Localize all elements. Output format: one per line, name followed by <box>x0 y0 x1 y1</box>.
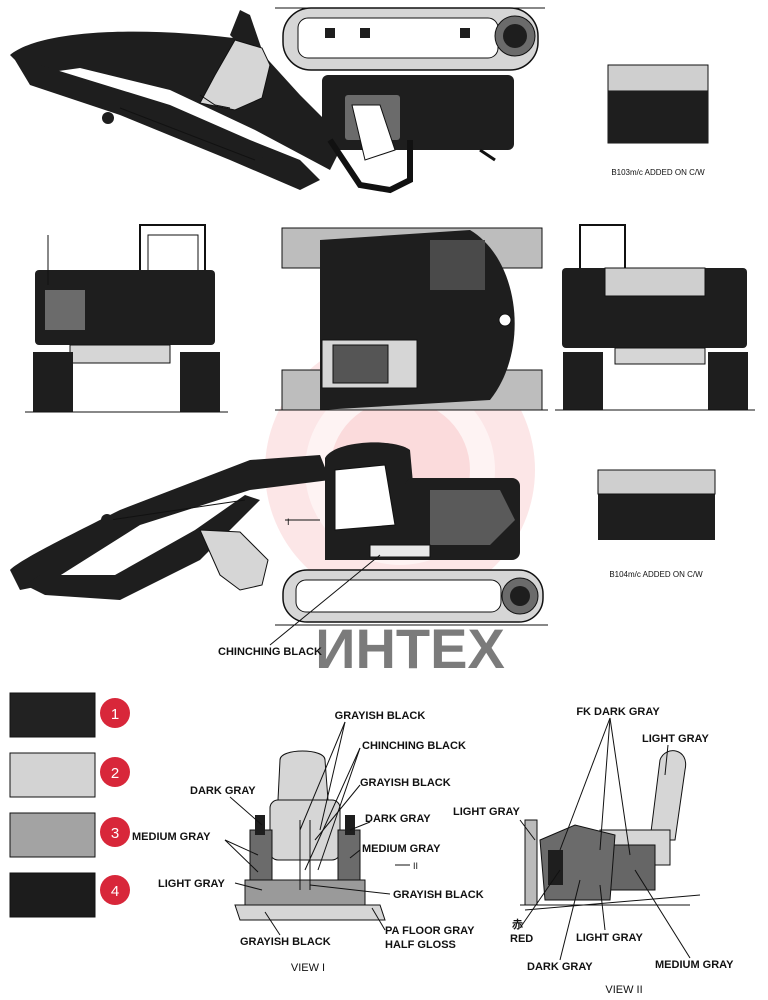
view-i-title: VIEW I <box>291 962 325 974</box>
label-v1-grayish-black-bottom: GRAYISH BLACK <box>240 936 331 948</box>
label-v1-grayish-black-right: GRAYISH BLACK <box>393 889 484 901</box>
badge-4-number: 4 <box>111 883 119 900</box>
label-v1-dark-gray-left: DARK GRAY <box>190 785 256 797</box>
label-v2-light-gray-top: LIGHT GRAY <box>642 733 709 745</box>
legend-swatch-4 <box>9 872 96 918</box>
badge-3-number: 3 <box>111 825 119 842</box>
badge-2 <box>100 757 130 787</box>
view-ii-title: VIEW II <box>605 984 642 996</box>
label-v2-fk-dark-gray: FK DARK GRAY <box>576 706 660 718</box>
label-v2-red-kanji: 赤 <box>512 917 523 931</box>
excavator-top-view <box>275 227 548 411</box>
view-i-arrow: I <box>287 517 290 527</box>
label-v1-medium-gray-left: MEDIUM GRAY <box>132 831 211 843</box>
seat-view-ii: FK DARK GRAY LIGHT GRAY LIGHT GRAY 赤 RED… <box>453 706 734 996</box>
watermark-text: ИНТЕХ <box>315 617 505 680</box>
legend-item-3: 3 <box>9 812 130 858</box>
legend-item-1: 1 <box>9 692 130 738</box>
label-v1-grayish-black-top: GRAYISH BLACK <box>335 710 426 722</box>
legend-item-2: 2 <box>9 752 130 798</box>
legend-swatch-2 <box>9 752 96 798</box>
label-v1-light-gray: LIGHT GRAY <box>158 878 225 890</box>
color-legend: 1 2 3 4 <box>9 692 130 918</box>
caption-b104: B104m/c ADDED ON C/W <box>609 570 703 579</box>
legend-swatch-1 <box>9 692 96 738</box>
view-ii-arrow-label: II <box>413 861 418 871</box>
excavator-front-view <box>555 224 755 411</box>
label-v1-dark-gray-right: DARK GRAY <box>365 813 431 825</box>
excavator-side-view-top <box>10 7 545 194</box>
badge-4 <box>100 875 130 905</box>
label-chinching-black: CHINCHING BLACK <box>218 646 322 658</box>
badge-3 <box>100 817 130 847</box>
label-v2-light-gray-bottom: LIGHT GRAY <box>576 932 643 944</box>
legend-item-4: 4 <box>9 872 130 918</box>
excavator-side-view-bottom: I CHINCHING BLACK <box>10 442 548 658</box>
excavator-rear-view <box>25 224 228 413</box>
label-v1-grayish-black-mid: GRAYISH BLACK <box>360 777 451 789</box>
legend-swatch-3 <box>9 812 96 858</box>
chinching-black-area <box>369 544 431 558</box>
counterweight-b103: B103m/c ADDED ON C/W <box>607 64 709 177</box>
seat-view-i: GRAYISH BLACK CHINCHING BLACK GRAYISH BL… <box>132 710 484 974</box>
badge-2-number: 2 <box>111 765 119 782</box>
caption-b103: B103m/c ADDED ON C/W <box>611 168 705 177</box>
label-v1-half-gloss: HALF GLOSS <box>385 939 456 951</box>
label-v1-medium-gray-right: MEDIUM GRAY <box>362 843 441 855</box>
label-v2-red: RED <box>510 933 533 945</box>
badge-1-number: 1 <box>111 706 119 723</box>
label-v2-light-gray-left: LIGHT GRAY <box>453 806 520 818</box>
label-v1-chinching-black: CHINCHING BLACK <box>362 740 466 752</box>
label-v2-medium-gray: MEDIUM GRAY <box>655 959 734 971</box>
label-v1-pa-floor-gray: PA FLOOR GRAY <box>385 925 475 937</box>
badge-1 <box>100 698 130 728</box>
label-v2-dark-gray: DARK GRAY <box>527 961 593 973</box>
counterweight-b104: B104m/c ADDED ON C/W <box>597 469 716 579</box>
